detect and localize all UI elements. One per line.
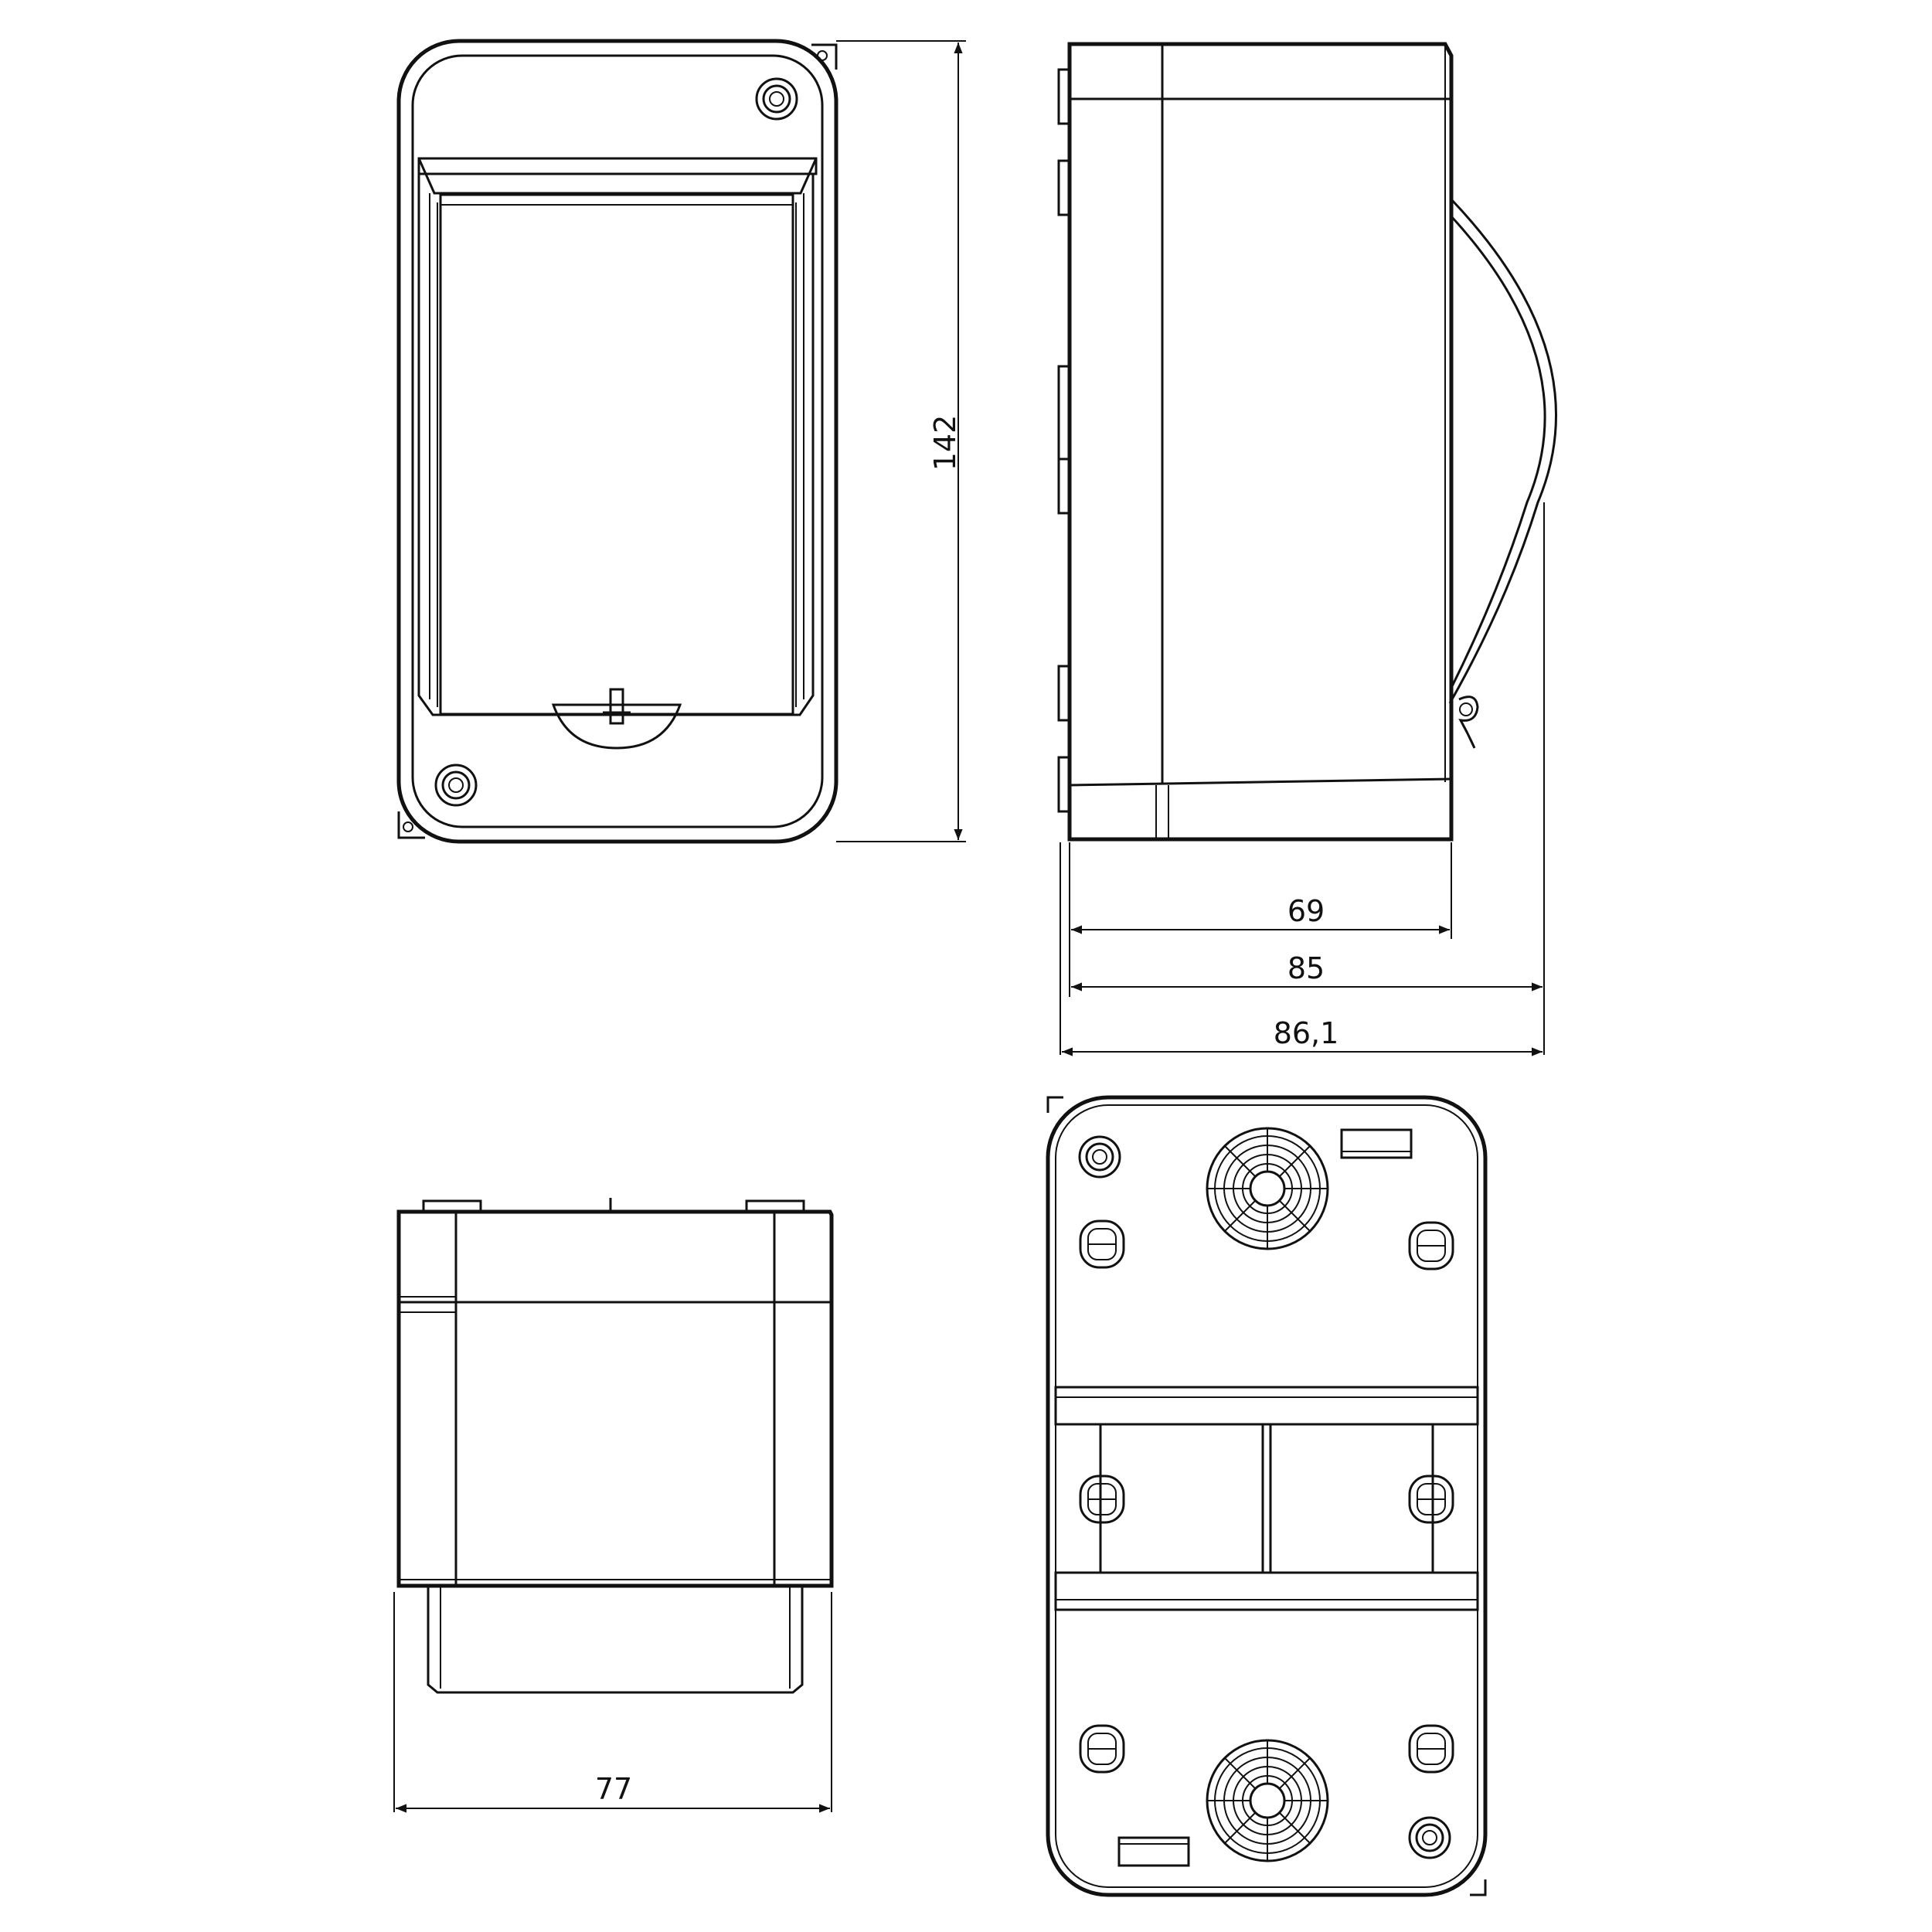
dimension-label-85: 85 [1287, 951, 1325, 985]
dimension-label-86-1: 86,1 [1274, 1016, 1339, 1050]
mounting-slot-icon [1079, 1724, 1125, 1774]
din-rail-bottom [1054, 1571, 1479, 1611]
side-view [1057, 42, 1557, 842]
dimension-label-69: 69 [1287, 894, 1325, 928]
door-frame [417, 172, 815, 716]
mounting-slot-icon [1408, 1724, 1454, 1774]
cable-gland-icon [1206, 1127, 1329, 1250]
screw-icon [1408, 1816, 1451, 1859]
rear-outer-frame [1046, 1095, 1488, 1897]
top-door [427, 1586, 804, 1694]
mounting-slot-icon [1408, 1221, 1454, 1270]
side-body [1067, 42, 1454, 842]
dimension-label-width: 77 [595, 1772, 632, 1806]
door-latch-icon [551, 703, 682, 750]
front-outer-frame [396, 39, 838, 844]
mounting-slot-icon [1079, 1475, 1125, 1524]
screw-icon [755, 77, 798, 121]
door-window [439, 193, 794, 716]
hinge-hook-icon [1458, 696, 1479, 749]
screw-icon [1078, 1135, 1121, 1179]
mounting-clip [1057, 159, 1071, 216]
front-inner-frame [411, 54, 824, 828]
mounting-slot-icon [1079, 1219, 1125, 1269]
mounting-tab [397, 811, 425, 839]
top-body [396, 1209, 834, 1588]
top-view [396, 1198, 834, 1694]
dimension-depth-group: 69 85 86,1 [1060, 502, 1545, 1056]
front-view [396, 39, 838, 844]
dimension-height: 142 [836, 40, 966, 842]
mounting-slot-icon [1408, 1475, 1454, 1524]
knockout-rect [1117, 1836, 1190, 1867]
dimension-label-height: 142 [928, 415, 962, 471]
mounting-tab [811, 43, 838, 70]
mounting-clip [1057, 665, 1071, 722]
dimension-width: 77 [393, 1592, 832, 1813]
screw-icon [434, 764, 478, 807]
knockout-rect [1340, 1128, 1413, 1159]
mounting-clip [1057, 457, 1071, 515]
mounting-clip [1057, 68, 1071, 125]
cable-gland-icon [1206, 1739, 1329, 1862]
din-rail-top [1054, 1386, 1479, 1426]
rear-view [1046, 1095, 1488, 1897]
door-swing-arc [1448, 198, 1557, 704]
mounting-clip [1057, 756, 1071, 813]
